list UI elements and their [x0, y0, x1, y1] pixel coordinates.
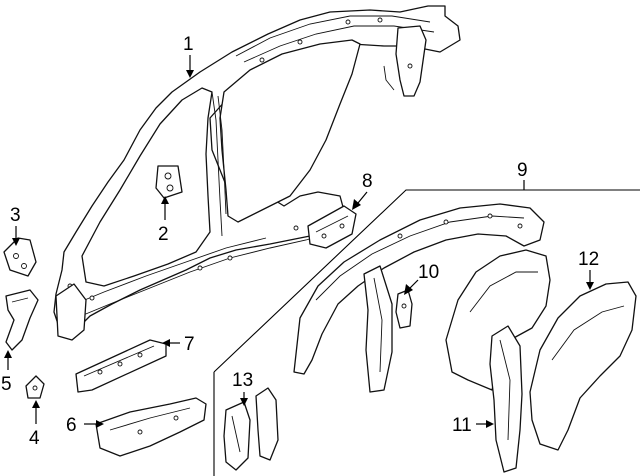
lower-inner-bracket-part — [223, 401, 251, 471]
pillar-reinforcement-part — [155, 165, 183, 199]
arrow-2 — [161, 196, 169, 204]
callout-6: 6 — [66, 415, 77, 436]
arrow-13 — [240, 398, 248, 406]
assembly-group-box — [213, 189, 640, 476]
callout-8: 8 — [362, 171, 373, 192]
arrow-6 — [96, 420, 104, 428]
inner-b-pillar — [363, 265, 393, 393]
arrow-8 — [352, 199, 361, 210]
rear-inner-panel — [255, 387, 279, 461]
rocker-rear-section-part — [95, 397, 207, 457]
quarter-inner-panel-part — [529, 281, 637, 451]
callout-10: 10 — [418, 262, 439, 283]
inner-roof-rail-arch — [293, 203, 545, 375]
body-side-outer-panel — [53, 5, 461, 341]
leader-10 — [409, 279, 419, 289]
front-bracket-part — [3, 237, 37, 277]
callout-labels: 1 2 3 4 5 6 7 8 9 10 11 12 13 — [1, 34, 599, 449]
arrow-12 — [586, 282, 594, 290]
leader-lines — [4, 55, 594, 428]
lower-front-bracket-part — [5, 289, 39, 351]
arrow-11 — [486, 420, 494, 428]
rear-wheelhouse-outer — [445, 249, 551, 391]
small-inner-bracket-part — [395, 289, 413, 329]
arrow-1 — [186, 70, 194, 78]
pillar-bracket-part — [307, 205, 357, 249]
callout-3: 3 — [10, 205, 21, 226]
callout-12: 12 — [578, 249, 599, 270]
callout-1: 1 — [183, 34, 194, 55]
callout-11: 11 — [452, 415, 472, 436]
c-pillar-inner-part — [489, 325, 523, 473]
arrow-4 — [32, 400, 40, 408]
callout-9: 9 — [517, 160, 528, 181]
arrow-10 — [404, 284, 413, 295]
callout-4: 4 — [29, 428, 40, 449]
arrow-5 — [4, 350, 12, 358]
small-clip-part — [25, 375, 45, 399]
arrow-7 — [162, 339, 170, 347]
callout-5: 5 — [1, 374, 12, 395]
callout-7: 7 — [184, 334, 195, 355]
callout-13: 13 — [232, 370, 253, 391]
leader-8 — [357, 191, 368, 204]
arrow-3 — [12, 238, 20, 246]
callout-2: 2 — [158, 224, 169, 245]
rocker-reinforcement-part — [75, 339, 167, 393]
